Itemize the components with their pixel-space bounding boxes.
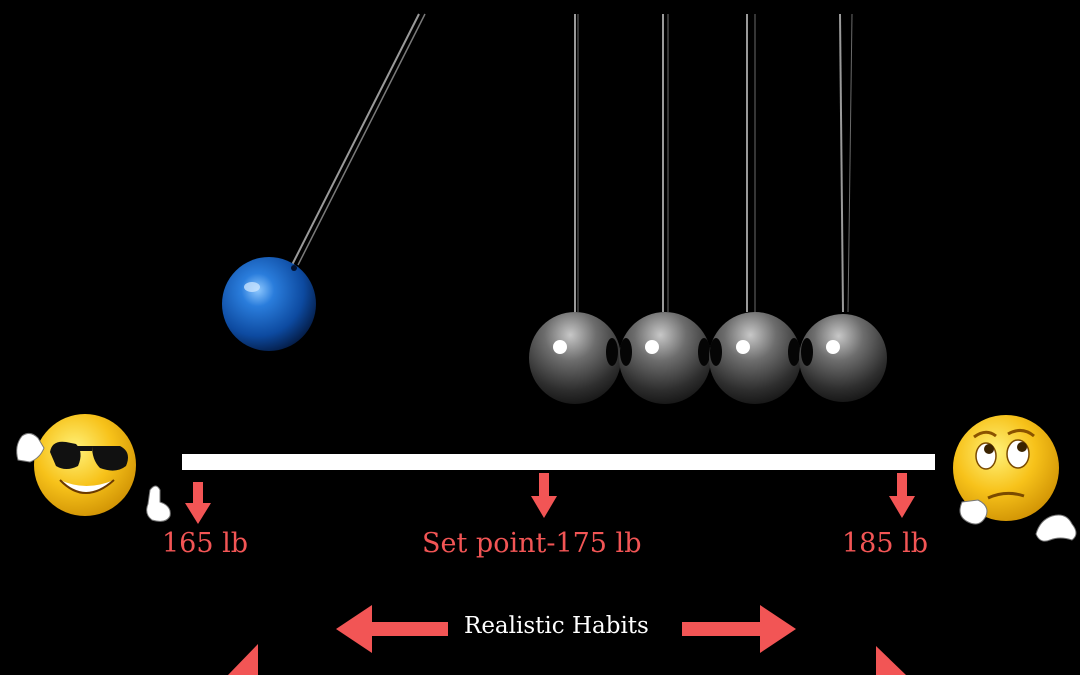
down-arrow — [531, 473, 557, 518]
down-arrow — [889, 473, 915, 518]
left-arrow — [336, 605, 448, 653]
ball-string — [839, 13, 844, 313]
partial-arrowhead — [228, 644, 258, 675]
high-weight-label: 185 lb — [842, 528, 929, 559]
weight-scale-bar — [182, 454, 935, 470]
swinging-ball-string — [291, 13, 420, 266]
resting-ball — [529, 312, 621, 404]
realistic-habits-label: Realistic Habits — [464, 613, 649, 639]
thinking-eye-roll-emoji-icon — [953, 415, 1077, 542]
resting-ball — [619, 312, 711, 404]
low-weight-label: 165 lb — [162, 528, 249, 559]
swinging-ball — [222, 257, 316, 351]
cool-sunglasses-thumbs-up-emoji-icon — [16, 414, 171, 522]
down-arrow — [185, 482, 211, 524]
resting-balls-group — [529, 13, 887, 404]
swinging-ball-group — [222, 13, 426, 351]
partial-arrowhead — [876, 646, 906, 675]
set-point-label: Set point-175 lb — [422, 528, 642, 559]
resting-ball — [709, 312, 801, 404]
right-arrow — [682, 605, 796, 653]
resting-ball — [799, 314, 887, 402]
